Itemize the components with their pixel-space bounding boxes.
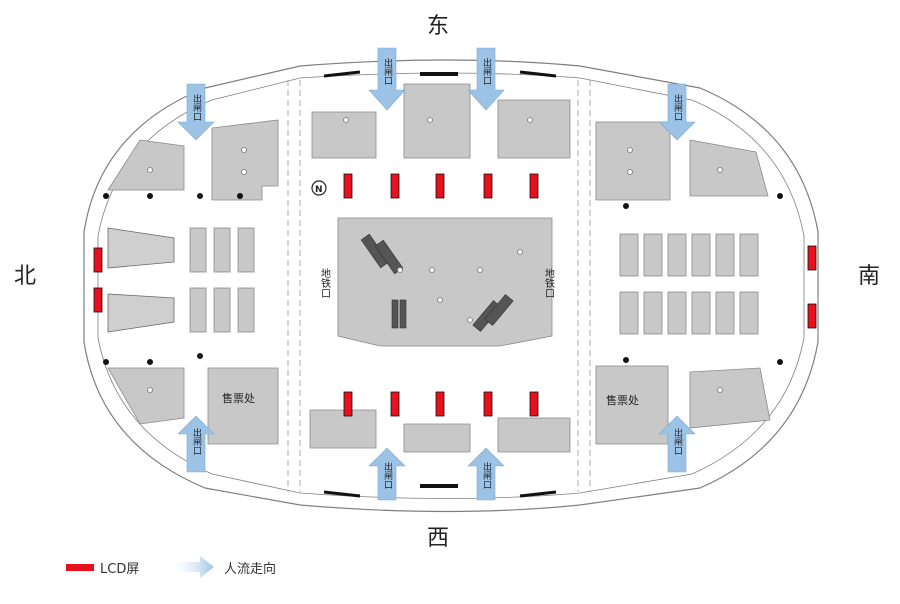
black-columns bbox=[103, 193, 783, 365]
lcd-screen bbox=[390, 391, 400, 417]
room-bottom-right bbox=[497, 417, 571, 453]
lcd-screen bbox=[390, 173, 400, 199]
lcd-screen bbox=[93, 247, 103, 273]
room-se-bottom-wedge bbox=[689, 367, 771, 429]
direction-south: 南 bbox=[858, 264, 881, 289]
exit-label-s2: 出闸口 bbox=[481, 461, 492, 489]
ticket-office-label-north: 售票处 bbox=[222, 391, 255, 405]
exit-label-sw: 出闸口 bbox=[191, 427, 202, 455]
lcd-screen bbox=[529, 173, 539, 199]
exit-label-n1: 出闸口 bbox=[382, 57, 393, 85]
legend-flow-label: 人流走向 bbox=[224, 562, 277, 577]
legend bbox=[66, 556, 214, 578]
flow-arrows bbox=[177, 47, 696, 501]
exit-label-se: 出闸口 bbox=[672, 427, 683, 455]
flow-arrow bbox=[368, 47, 406, 111]
exit-label-nw: 出闸口 bbox=[191, 93, 202, 121]
room-ne-top-center bbox=[403, 83, 471, 159]
room-nw-wedge bbox=[107, 139, 185, 191]
metro-exit-label-south: 地铁口 bbox=[543, 267, 555, 298]
escalators-north bbox=[107, 227, 175, 333]
room-ne-top-right bbox=[497, 99, 571, 159]
flow-arrow bbox=[658, 83, 696, 141]
legend-flow-arrow-icon bbox=[168, 556, 214, 578]
flow-arrow bbox=[658, 415, 696, 473]
lcd-screen bbox=[483, 391, 493, 417]
lcd-screens bbox=[93, 173, 817, 417]
room-sw-wedge bbox=[107, 367, 185, 425]
central-escalators bbox=[360, 233, 514, 332]
flow-arrow bbox=[177, 83, 215, 141]
room-ticket-north bbox=[207, 367, 279, 445]
exit-label-ne: 出闸口 bbox=[672, 93, 683, 121]
lcd-screen bbox=[343, 173, 353, 199]
compass-letter: N bbox=[315, 185, 323, 195]
lcd-screen bbox=[343, 391, 353, 417]
lcd-screen bbox=[435, 391, 445, 417]
room-se-wedge bbox=[689, 139, 769, 197]
column-lines bbox=[287, 80, 591, 492]
flow-arrow bbox=[368, 447, 406, 501]
compass-icon: N bbox=[311, 180, 327, 196]
legend-lcd-swatch bbox=[66, 564, 94, 571]
flow-arrow bbox=[467, 47, 505, 111]
station-outline bbox=[83, 59, 819, 513]
metro-exit-label-north: 地铁口 bbox=[319, 267, 331, 298]
gate-blocks bbox=[189, 227, 759, 335]
direction-north: 北 bbox=[14, 264, 37, 289]
flow-arrow bbox=[177, 415, 215, 473]
lcd-screen bbox=[529, 391, 539, 417]
exit-label-n2: 出闸口 bbox=[481, 57, 492, 85]
lcd-screen bbox=[807, 245, 817, 271]
room-ne-top-left bbox=[311, 111, 377, 159]
flow-arrow bbox=[467, 447, 505, 501]
lcd-screen bbox=[807, 303, 817, 329]
lcd-screen bbox=[483, 173, 493, 199]
room-bottom-center bbox=[403, 423, 471, 453]
exit-label-s1: 出闸口 bbox=[382, 461, 393, 489]
direction-east: 东 bbox=[427, 14, 450, 39]
room-se-large bbox=[595, 121, 671, 201]
room-bottom-left bbox=[309, 409, 377, 449]
ticket-office-label-south: 售票处 bbox=[606, 393, 639, 407]
pillar-dots bbox=[147, 117, 723, 393]
lcd-screen bbox=[93, 287, 103, 313]
wall-segments bbox=[323, 70, 557, 498]
lcd-screen bbox=[435, 173, 445, 199]
room-nw-large bbox=[211, 119, 279, 201]
direction-west: 西 bbox=[427, 526, 450, 551]
legend-lcd-label: LCD屏 bbox=[100, 562, 140, 577]
